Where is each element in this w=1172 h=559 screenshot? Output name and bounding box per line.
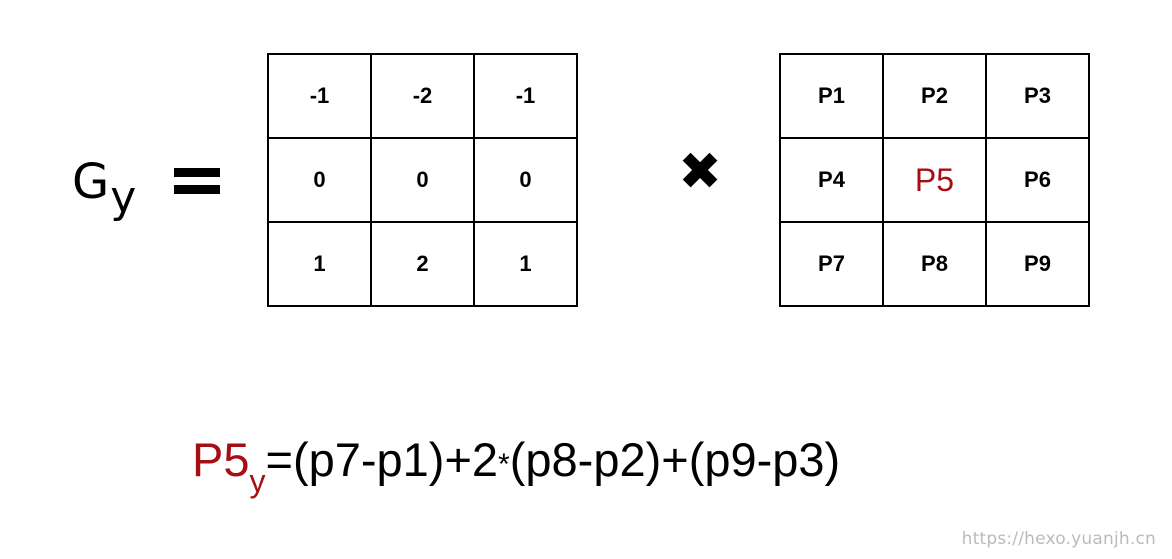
kernel-matrix: -1 -2 -1 0 0 0 1 2 1 <box>267 53 578 307</box>
kernel-cell: 2 <box>370 221 475 307</box>
gradient-formula: P5y=(p7-p1)+2*(p8-p2)+(p9-p3) <box>192 430 992 500</box>
pixel-cell: P1 <box>779 53 884 139</box>
equals-bar-top <box>174 168 220 177</box>
pixel-row: P1 P2 P3 <box>779 53 1090 139</box>
formula-rhs-part1: =(p7-p1)+2 <box>265 433 499 486</box>
pixel-cell: P6 <box>985 137 1090 223</box>
gy-label-subscript: y <box>110 172 137 223</box>
pixel-cell-center: P5 <box>882 137 987 223</box>
pixel-matrix: P1 P2 P3 P4 P5 P6 P7 P8 P9 <box>779 53 1090 307</box>
pixel-cell: P8 <box>882 221 987 307</box>
kernel-row: -1 -2 -1 <box>267 53 578 139</box>
kernel-cell: 0 <box>473 137 578 223</box>
kernel-cell: 0 <box>267 137 372 223</box>
watermark: https://hexo.yuanjh.cn <box>961 529 1156 549</box>
formula-lhs: P5 <box>192 433 250 486</box>
kernel-cell: 1 <box>473 221 578 307</box>
kernel-cell: -1 <box>473 53 578 139</box>
pixel-row: P7 P8 P9 <box>779 221 1090 307</box>
pixel-cell: P4 <box>779 137 884 223</box>
kernel-row: 0 0 0 <box>267 137 578 223</box>
kernel-cell: -1 <box>267 53 372 139</box>
kernel-row: 1 2 1 <box>267 221 578 307</box>
pixel-cell: P3 <box>985 53 1090 139</box>
formula-rhs-part2: (p8-p2)+(p9-p3) <box>509 433 841 486</box>
kernel-cell: -2 <box>370 53 475 139</box>
kernel-cell: 0 <box>370 137 475 223</box>
formula-lhs-subscript: y <box>249 463 266 499</box>
pixel-row: P4 P5 P6 <box>779 137 1090 223</box>
pixel-cell: P7 <box>779 221 884 307</box>
gy-label-main: G <box>72 154 110 210</box>
pixel-cell: P9 <box>985 221 1090 307</box>
multiply-icon: ✖ <box>678 142 722 202</box>
gy-label: Gy <box>72 158 152 228</box>
equals-bar-bottom <box>174 185 220 194</box>
formula-star: * <box>498 448 510 481</box>
kernel-cell: 1 <box>267 221 372 307</box>
pixel-cell: P2 <box>882 53 987 139</box>
